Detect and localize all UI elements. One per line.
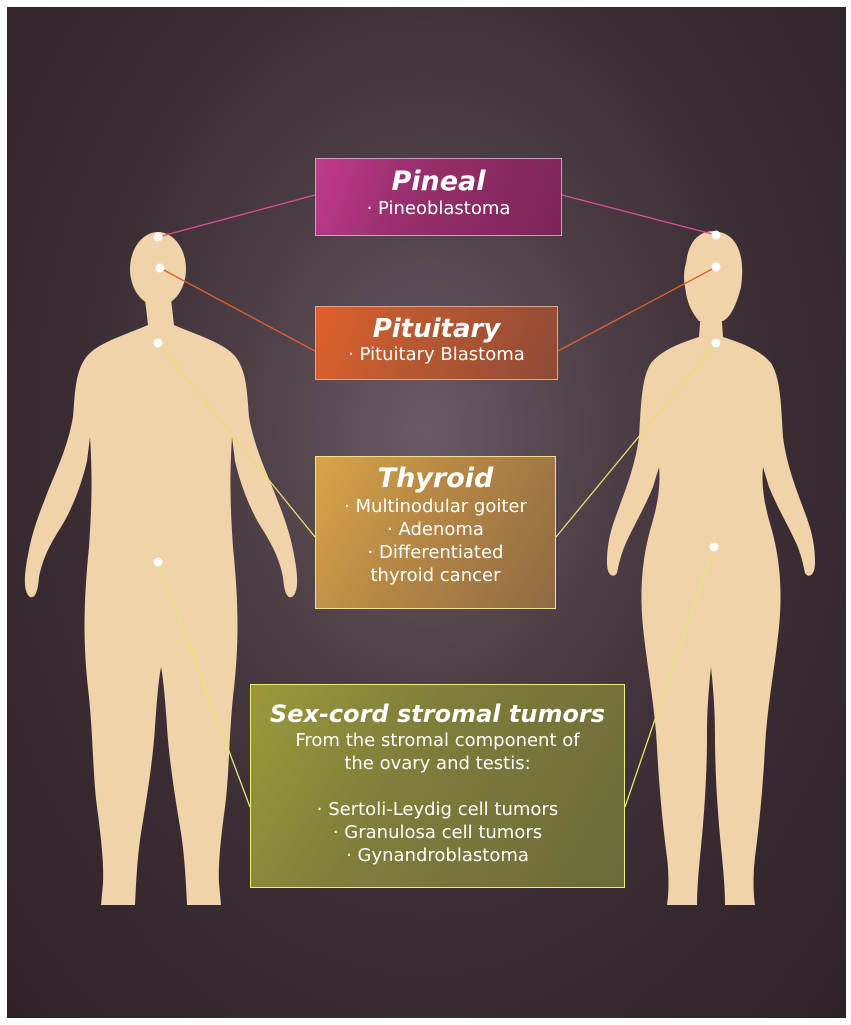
- sexcord-dot-male: [154, 558, 163, 567]
- thyroid-item: · Adenoma: [316, 518, 555, 541]
- thyroid-dot-female: [712, 339, 721, 348]
- thyroid-item: · Multinodular goiter: [316, 495, 555, 518]
- sexcord-label-box: Sex-cord stromal tumors From the stromal…: [250, 684, 625, 888]
- diagram-canvas: Pineal · Pineoblastoma Pituitary · Pitui…: [7, 7, 846, 1018]
- pituitary-label-box: Pituitary · Pituitary Blastoma: [315, 306, 558, 380]
- pituitary-dot-male: [156, 264, 165, 273]
- female-hair: [685, 231, 742, 321]
- sexcord-title: Sex-cord stromal tumors: [251, 699, 624, 729]
- pineal-item: · Pineoblastoma: [316, 197, 561, 221]
- sexcord-dot-female: [710, 543, 719, 552]
- female-body: [607, 309, 815, 905]
- pineal-label-box: Pineal · Pineoblastoma: [315, 158, 562, 236]
- thyroid-label-box: Thyroid · Multinodular goiter · Adenoma …: [315, 456, 556, 609]
- pituitary-dot-female: [712, 263, 721, 272]
- sexcord-item: · Sertoli-Leydig cell tumors: [251, 798, 624, 821]
- sexcord-description: From the stromal component of: [251, 729, 624, 752]
- pineal-connector-female: [562, 195, 716, 235]
- pituitary-title: Pituitary: [316, 315, 557, 343]
- spacer: [251, 775, 624, 798]
- pineal-dot-female: [712, 231, 721, 240]
- female-silhouette: [607, 231, 815, 905]
- thyroid-dot-male: [154, 339, 163, 348]
- thyroid-item: · Differentiated: [316, 541, 555, 564]
- sexcord-description: the ovary and testis:: [251, 752, 624, 775]
- pineal-title: Pineal: [316, 167, 561, 197]
- thyroid-title: Thyroid: [316, 463, 555, 495]
- pineal-connector-male: [158, 195, 315, 237]
- pituitary-item: · Pituitary Blastoma: [316, 343, 557, 367]
- sexcord-item: · Gynandroblastoma: [251, 844, 624, 867]
- sexcord-item: · Granulosa cell tumors: [251, 821, 624, 844]
- pineal-dot-male: [154, 233, 163, 242]
- thyroid-item: thyroid cancer: [316, 564, 555, 587]
